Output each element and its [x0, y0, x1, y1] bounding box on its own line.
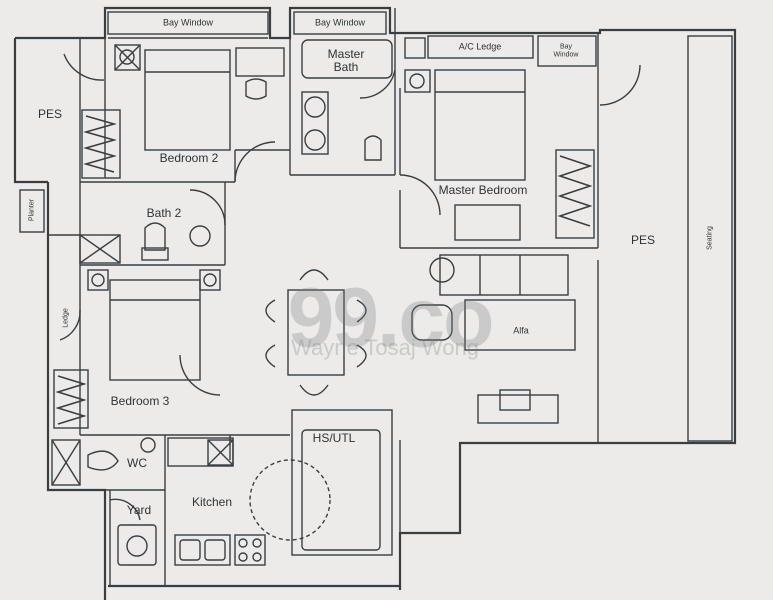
label-master-bedroom: Master Bedroom [438, 183, 528, 197]
watermark-logo: 99.co [287, 270, 495, 365]
watermark-text: Wayne Tosaj Wong [291, 335, 479, 360]
label-planter: Planter [28, 198, 36, 222]
nightstands [87, 44, 431, 291]
interior-walls [48, 8, 599, 590]
label-bedroom-3: Bedroom 3 [110, 394, 170, 408]
label-wc: WC [127, 456, 147, 470]
label-kitchen: Kitchen [191, 495, 233, 509]
label-master-bath: Master Bath [327, 46, 365, 74]
outer-walls [13, 6, 737, 600]
window-frames [19, 11, 733, 442]
label-pes-right: PES [630, 233, 656, 247]
wardrobes [53, 109, 595, 429]
label-bay-window-2: Bay Window [314, 17, 366, 28]
label-hs-utl: HS/UTL [312, 431, 356, 445]
door-swings [59, 53, 641, 541]
dining-set [265, 257, 455, 396]
label-seating: Seating [706, 226, 714, 250]
label-bay-window-1: Bay Window [162, 17, 214, 28]
label-ledge: Ledge [62, 308, 70, 328]
label-bay-window-3: Bay Window [553, 43, 579, 59]
kitchen-fixtures [117, 437, 266, 566]
label-pes-left: PES [37, 107, 63, 121]
label-alfa: Alfa [513, 325, 529, 336]
beds [109, 49, 526, 381]
label-ac-ledge: A/C Ledge [458, 41, 502, 52]
label-bath-2: Bath 2 [146, 206, 182, 220]
bath-fixtures [51, 37, 426, 486]
desks [235, 47, 576, 424]
label-bedroom-2: Bedroom 2 [159, 151, 219, 165]
label-yard: Yard [126, 503, 152, 517]
